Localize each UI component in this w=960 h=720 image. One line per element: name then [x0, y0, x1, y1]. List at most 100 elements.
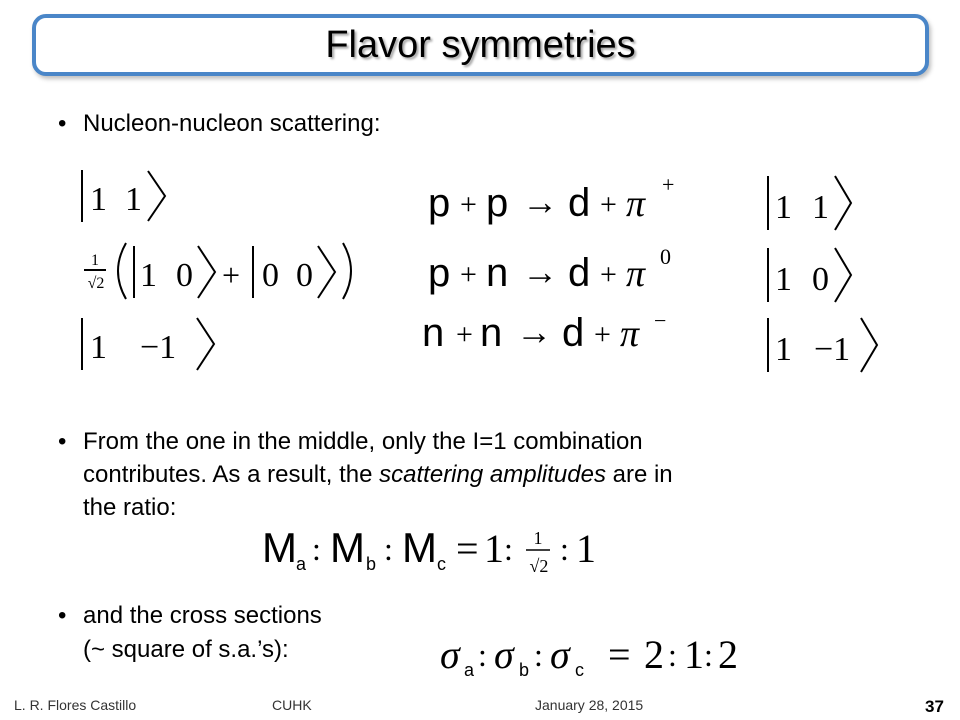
ket-value: 0 — [262, 257, 279, 294]
scattering-amplitudes-emphasis: scattering amplitudes — [379, 461, 606, 488]
ket-value: 1 — [90, 181, 107, 218]
svg-text:1: 1 — [534, 528, 543, 548]
svg-text::: : — [668, 637, 677, 673]
svg-text:σ: σ — [494, 632, 515, 677]
svg-text:π: π — [626, 183, 646, 225]
svg-text:+: + — [594, 318, 611, 351]
reaction-row-3: n + n → d + π − — [422, 308, 666, 355]
svg-text:2: 2 — [644, 632, 664, 677]
svg-text:π: π — [620, 313, 640, 355]
svg-text:+: + — [600, 188, 617, 221]
reaction-arrow: → — [522, 182, 558, 222]
svg-text::: : — [560, 531, 569, 567]
svg-text:1: 1 — [684, 632, 704, 677]
left-state-row-1 — [81, 170, 167, 222]
svg-text:1: 1 — [484, 526, 504, 571]
reaction-row-1: p + p → d + π + — [428, 172, 674, 225]
svg-text:M: M — [262, 524, 297, 571]
left-paren — [117, 242, 127, 300]
reaction-row-2: p + n → d + π 0 — [428, 244, 671, 295]
pion-charge: − — [654, 308, 666, 333]
svg-text::: : — [384, 531, 393, 567]
ket-angle — [147, 170, 167, 222]
reaction-arrow: → — [516, 312, 552, 352]
svg-text:=: = — [608, 632, 631, 677]
ket-value: 0 — [812, 261, 829, 298]
bullet-text: Nucleon-nucleon scattering: — [83, 110, 381, 137]
cross-section-ratio-equation: σ a : σ b : σ c = 2 : 1 : 2 — [440, 632, 738, 680]
svg-text:π: π — [626, 253, 646, 295]
svg-text:σ: σ — [550, 632, 571, 677]
ket-value: 0 — [296, 257, 313, 294]
bullet-line-2: (~ square of s.a.’s): — [83, 636, 289, 663]
bullet-line-2: contributes. As a result, the scattering… — [83, 461, 673, 488]
fraction-denominator: √2 — [88, 275, 105, 292]
svg-text:2: 2 — [718, 632, 738, 677]
svg-text:n: n — [422, 311, 444, 355]
svg-text::: : — [312, 531, 321, 567]
bullet-dot: • — [58, 602, 67, 629]
svg-text:√2: √2 — [530, 556, 549, 576]
ket-angle — [834, 175, 853, 231]
svg-text:M: M — [402, 524, 437, 571]
svg-text:d: d — [568, 181, 590, 225]
fraction-numerator: 1 — [91, 252, 99, 269]
svg-text::: : — [478, 637, 487, 673]
ket-angle — [197, 245, 217, 299]
pion-charge: + — [662, 172, 674, 197]
svg-text:n: n — [486, 251, 508, 295]
svg-text:b: b — [366, 554, 376, 574]
svg-text:σ: σ — [440, 632, 461, 677]
svg-text:d: d — [562, 311, 584, 355]
bullet-dot: • — [58, 110, 67, 137]
svg-text:1: 1 — [576, 526, 596, 571]
title-bar: Flavor symmetries — [32, 14, 929, 76]
ket-value: −1 — [140, 329, 176, 366]
svg-text:c: c — [437, 554, 446, 574]
svg-text:p: p — [428, 251, 450, 295]
ket-value: 1 — [125, 181, 142, 218]
svg-text:+: + — [456, 318, 473, 351]
bullet-line-1: From the one in the middle, only the I=1… — [83, 428, 643, 455]
svg-text:b: b — [519, 660, 529, 680]
right-states — [767, 175, 879, 373]
svg-text:M: M — [330, 524, 365, 571]
ket-value: 1 — [775, 331, 792, 368]
right-paren — [342, 242, 352, 300]
ket-value: 0 — [176, 257, 193, 294]
plus-operator: + — [222, 257, 240, 293]
reaction-arrow: → — [522, 252, 558, 292]
left-state-row-2 — [84, 242, 352, 300]
svg-text::: : — [504, 531, 513, 567]
ket-value: 1 — [775, 261, 792, 298]
svg-text:p: p — [428, 181, 450, 225]
footer-institution: CUHK — [272, 697, 312, 713]
ket-angle — [834, 247, 853, 303]
footer-date: January 28, 2015 — [535, 697, 644, 713]
svg-text:n: n — [480, 311, 502, 355]
left-state-row-3 — [81, 317, 216, 371]
svg-text:p: p — [486, 181, 508, 225]
svg-text:+: + — [600, 258, 617, 291]
svg-text::: : — [534, 637, 543, 673]
ket-value: 1 — [775, 189, 792, 226]
svg-text:a: a — [464, 660, 475, 680]
page-number: 37 — [925, 697, 944, 717]
svg-text:a: a — [296, 554, 307, 574]
bullet-line-1: and the cross sections — [83, 602, 322, 629]
svg-text:+: + — [460, 188, 477, 221]
svg-text:c: c — [575, 660, 584, 680]
ket-angle — [317, 245, 337, 299]
svg-text:=: = — [456, 526, 479, 571]
svg-text:d: d — [568, 251, 590, 295]
bullet-line-3: the ratio: — [83, 494, 177, 521]
bullet-dot: • — [58, 428, 67, 455]
footer-author: L. R. Flores Castillo — [14, 697, 137, 713]
ket-value: 1 — [90, 329, 107, 366]
slide-title: Flavor symmetries — [325, 23, 636, 66]
ket-value: 1 — [140, 257, 157, 294]
ket-angle — [860, 317, 879, 373]
svg-text::: : — [704, 637, 713, 673]
ket-angle — [196, 317, 216, 371]
